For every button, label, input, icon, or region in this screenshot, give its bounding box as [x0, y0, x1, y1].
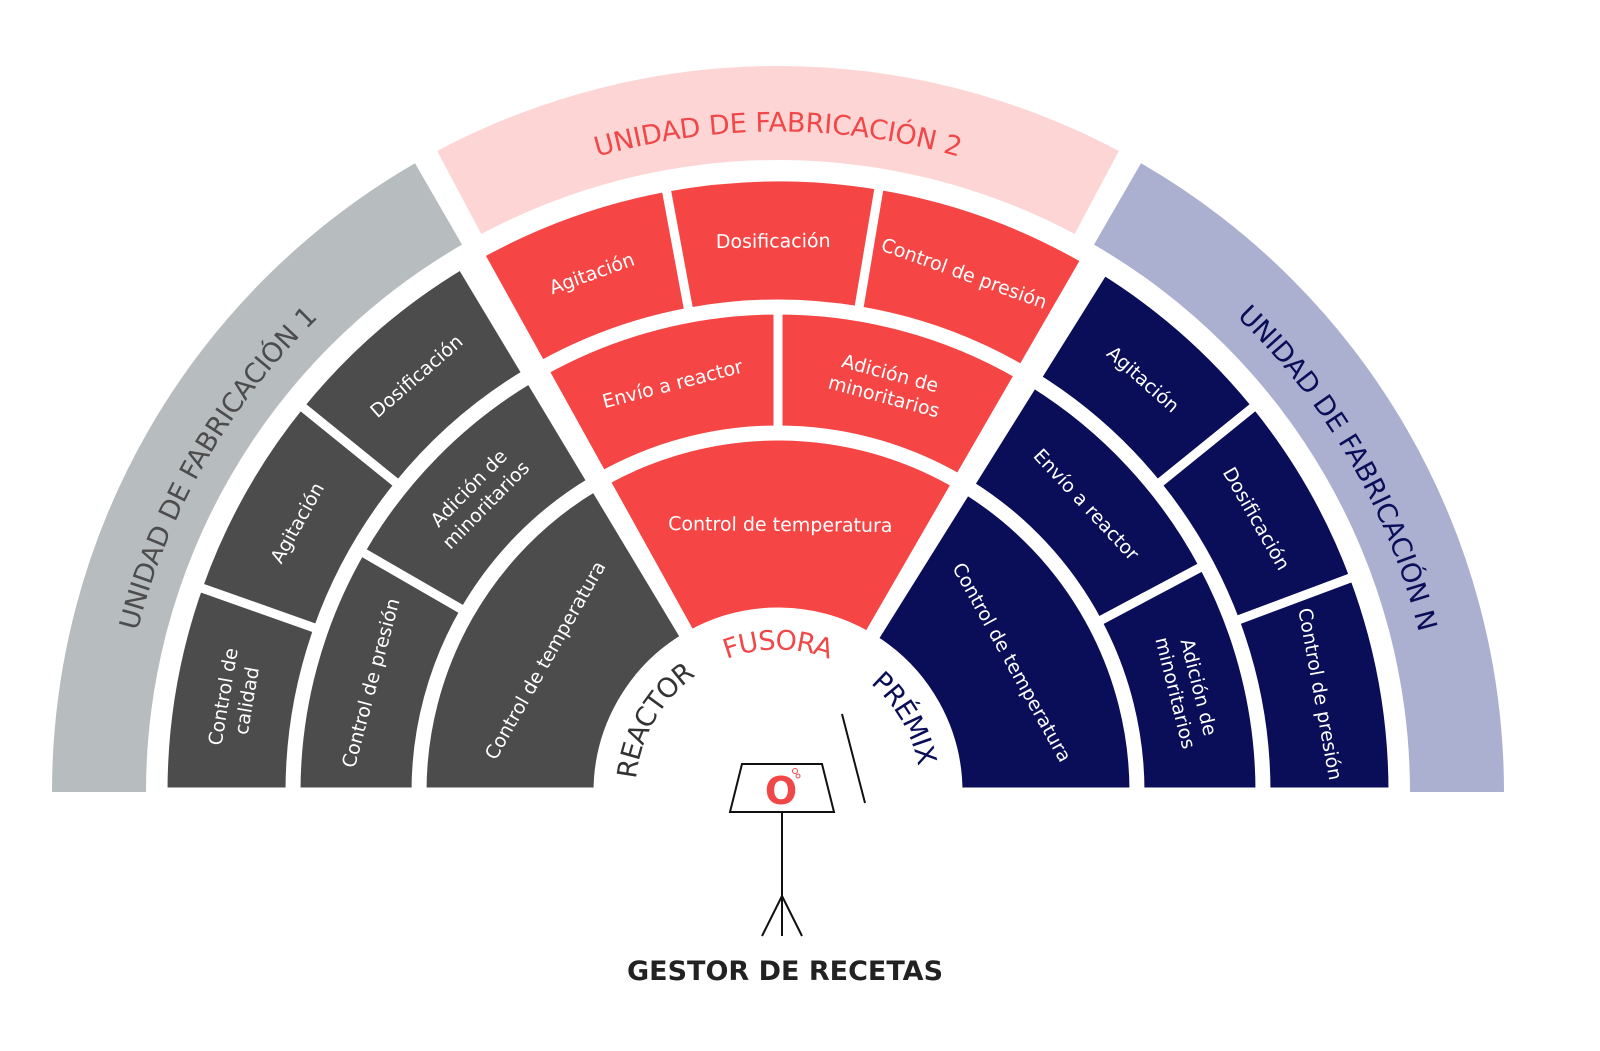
- process-tile-envio-a-reactor[interactable]: Envío a reactor: [963, 377, 1210, 629]
- company-logo: O: [765, 768, 801, 813]
- station-label-fusora: FUSORA: [719, 625, 837, 666]
- unit-tiles: Control decalidadAgitaciónDosificaciónCo…: [158, 172, 1398, 797]
- process-tile-agitacion[interactable]: Agitación: [192, 398, 406, 635]
- process-tile-label: Control de temperatura: [668, 513, 892, 537]
- footer-title: GESTOR DE RECETAS: [627, 956, 943, 987]
- process-tile-adicion-de-minoritarios[interactable]: Adición deminoritarios: [773, 305, 1026, 485]
- logo-letter: O: [765, 769, 797, 813]
- process-tile-control-de-presion[interactable]: Control de presión: [291, 544, 471, 797]
- process-tile-adicion-de-minoritarios[interactable]: Adición deminoritarios: [1091, 559, 1265, 797]
- process-tile-control-de-presion[interactable]: Control de presión: [853, 180, 1092, 376]
- process-tile-agitacion[interactable]: Agitación: [473, 182, 695, 372]
- unit-band-1: [52, 163, 462, 792]
- process-tile-control-de-temperatura[interactable]: Control de temperatura: [417, 480, 692, 797]
- music-stand-icon: [728, 713, 866, 937]
- process-tile-dosificacion[interactable]: Dosificación: [293, 258, 533, 492]
- process-tile-dosificacion[interactable]: Dosificación: [660, 172, 885, 318]
- unit-band-2: [437, 66, 1119, 234]
- process-tile-control-de-temperatura[interactable]: Control de temperatura: [867, 483, 1139, 797]
- process-tile-control-de-temperatura[interactable]: Control de temperatura: [599, 431, 963, 643]
- process-tile-label: Dosificación: [716, 230, 831, 253]
- unit-band-3: [1094, 163, 1505, 792]
- process-tile-adicion-de-minoritarios[interactable]: Adición deminoritarios: [354, 372, 598, 618]
- process-tile-control-de-presion[interactable]: Control de presión: [1229, 570, 1398, 797]
